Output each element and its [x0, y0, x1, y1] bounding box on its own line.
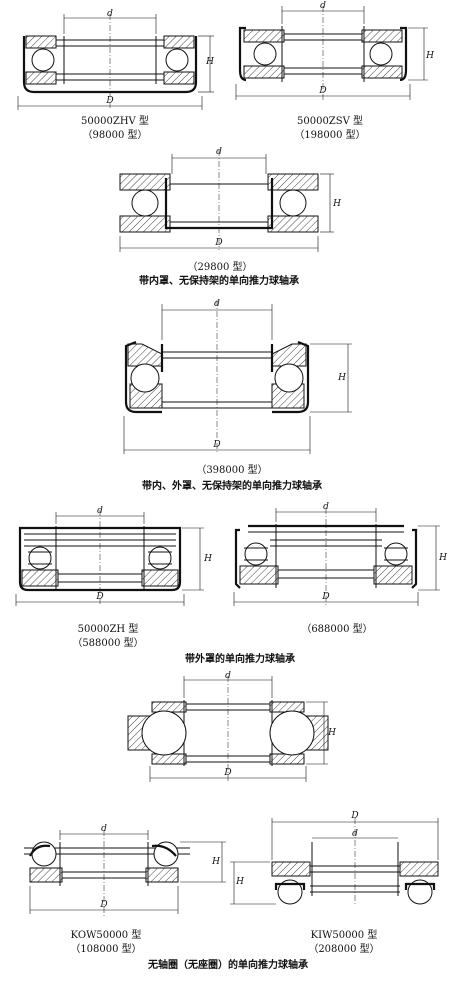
- dim-d-fig7: d: [225, 671, 231, 681]
- dim-D-fig7: D: [224, 768, 232, 778]
- bearing-drawing-fig6: [233, 508, 440, 606]
- dim-H-fig6: H: [439, 553, 447, 563]
- dim-D-fig1: D: [106, 96, 114, 106]
- fig8-alt-label: （108000 型）: [70, 944, 142, 955]
- dim-d-fig9: d: [352, 829, 358, 839]
- dim-d-fig2: d: [320, 1, 326, 11]
- dim-D-fig6: D: [322, 592, 330, 602]
- bearing-drawing-fig7: [127, 676, 329, 782]
- fig3-alt-label: （29800 型）: [187, 262, 253, 273]
- dim-d-fig4: d: [214, 299, 220, 309]
- dim-H-fig1: H: [206, 57, 214, 67]
- fig9-alt-label: （208000 型）: [308, 944, 380, 955]
- fig2-alt-label: （198000 型）: [294, 130, 366, 141]
- bearing-drawing-fig3: [119, 150, 334, 252]
- dim-D-fig8: D: [100, 900, 108, 910]
- fig1-alt-label: （98000 型）: [82, 130, 148, 141]
- dim-D-fig3: D: [215, 238, 223, 248]
- dim-d-fig8: d: [101, 824, 107, 834]
- fig2-model-label: 50000ZSV 型: [296, 116, 364, 127]
- fig5-alt-label: （588000 型）: [72, 638, 144, 649]
- dim-H-fig5: H: [204, 554, 212, 564]
- bearing-drawing-fig5: [15, 510, 204, 606]
- fig8-model-label: KOW50000 型: [70, 930, 142, 941]
- dim-D-fig2: D: [319, 86, 327, 96]
- dim-H-fig7: H: [328, 728, 336, 738]
- bearing-drawing-fig9: [230, 818, 439, 906]
- dim-H-fig3: H: [333, 199, 341, 209]
- fig5-model-label: 50000ZH 型: [77, 624, 139, 635]
- dim-H-fig4: H: [338, 373, 346, 383]
- dim-H-fig9: H: [236, 877, 244, 887]
- dim-H-fig2: H: [426, 51, 434, 61]
- bearing-drawing-fig1: [17, 14, 214, 110]
- fig9-model-label: KIW50000 型: [310, 930, 378, 941]
- fig1-model-label: 50000ZHV 型: [81, 116, 149, 127]
- dim-d-fig6: d: [323, 502, 329, 512]
- bearing-drawing-fig2: [235, 6, 428, 100]
- group-title-inner-outer-cover: 带内、外罩、无保持架的单向推力球轴承: [142, 481, 322, 492]
- dim-H-fig8: H: [212, 857, 220, 867]
- dim-D-fig4: D: [213, 440, 221, 450]
- fig4-alt-label: （398000 型）: [196, 465, 268, 476]
- dim-D-fig5: D: [96, 592, 104, 602]
- dim-d-fig5: d: [97, 506, 103, 516]
- dim-d-fig3: d: [216, 147, 222, 157]
- fig6-alt-label: （688000 型）: [301, 624, 373, 635]
- dim-D-fig9: D: [351, 811, 359, 821]
- group-title-no-shaft-ring: 无轴圈（无座圈）的单向推力球轴承: [148, 960, 308, 971]
- group-title-inner-cover: 带内罩、无保持架的单向推力球轴承: [139, 276, 299, 287]
- bearing-drawing-fig8: [24, 830, 226, 918]
- group-title-outer-cover: 带外罩的单向推力球轴承: [185, 654, 295, 665]
- dim-d-fig1: d: [107, 9, 113, 19]
- bearing-drawing-fig4: [123, 300, 352, 454]
